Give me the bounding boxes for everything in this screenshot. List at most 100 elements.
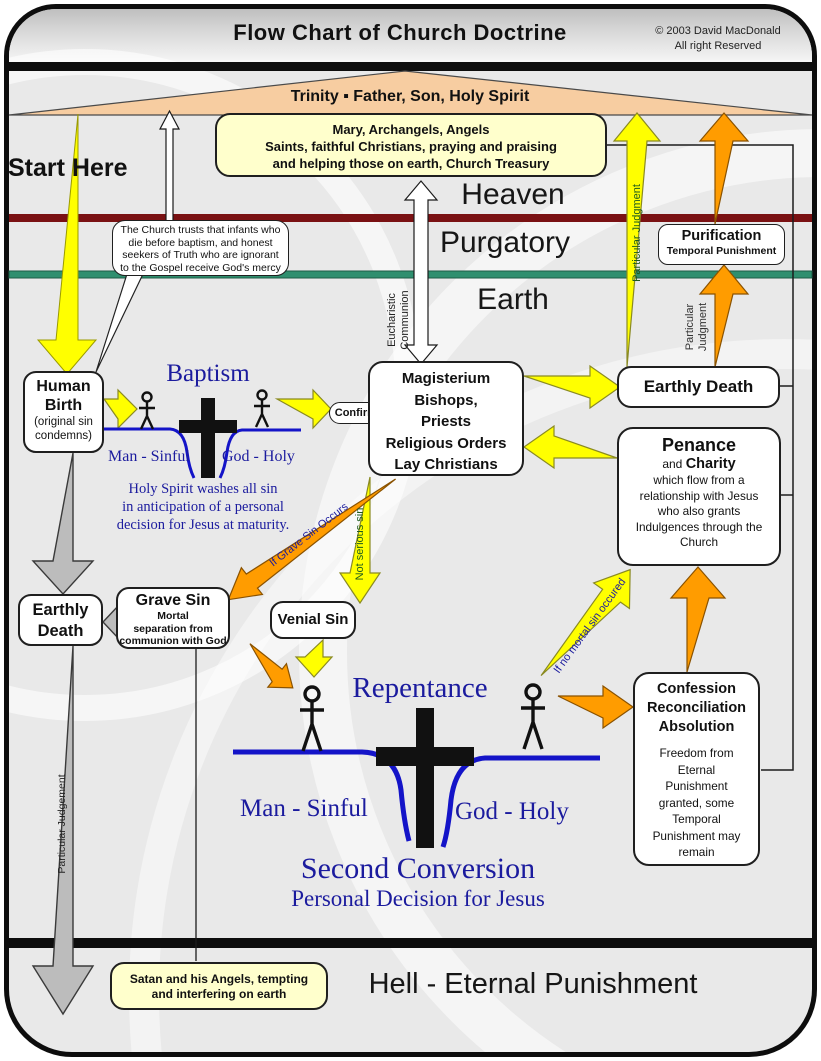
repentance-cross: [416, 708, 434, 848]
box-line: who also grants: [657, 504, 741, 518]
baptism-title: Baptism: [166, 360, 250, 387]
yellow-arrows: [102, 112, 662, 678]
title-separator-band: [9, 62, 812, 71]
particular-judgment-orange-label: Particular Judgment: [684, 302, 709, 352]
magisterium-box: Magisterium Bishops, Priests Religious O…: [368, 361, 524, 476]
box-line: and Charity: [662, 456, 736, 472]
mercy-to-trinity-arrow: [159, 109, 180, 223]
box-line: Mary, Archangels, Angels: [332, 122, 490, 137]
repentance-title: Repentance: [352, 672, 488, 704]
particular-judgement-gray-label: Particular Judgement: [56, 774, 68, 874]
box-line: and interfering on earth: [151, 987, 287, 1001]
box-line: seekers of Truth who are ignorant: [122, 249, 279, 261]
copyright-line: All right Reserved: [674, 40, 762, 52]
eucharistic-communion-label: Eucharistic Communion: [386, 290, 411, 350]
stick-figure: [254, 389, 270, 428]
baptism-caption: Holy Spirit washes all sin in anticipati…: [116, 481, 290, 533]
second-conversion-label: Second Conversion: [300, 852, 536, 885]
box-line: Freedom from Eternal Punishment granted,…: [652, 746, 741, 859]
man-sinful-label: Man - Sinful: [240, 795, 368, 822]
box-line: Death: [37, 622, 84, 640]
box-line: Indulgences through the: [635, 519, 763, 534]
purification-box: Purification Temporal Punishment: [658, 224, 785, 265]
start-here-arrow: [36, 113, 98, 375]
box-line: Magisterium: [401, 370, 491, 387]
start-here-label: Start Here: [8, 154, 128, 182]
human-birth-to-death-arrow: [31, 452, 95, 596]
box-title: Penance: [661, 435, 737, 455]
birth-to-baptism-arrow: [102, 388, 138, 430]
box-title: Purification: [681, 228, 762, 244]
not-serious-sin-arrow: [338, 476, 382, 605]
stick-figure: [139, 391, 155, 430]
box-line: Human: [36, 378, 91, 395]
heaven-label: Heaven: [461, 178, 565, 211]
box-line: Priests: [420, 413, 472, 430]
box-line: The Church trusts that infants who: [120, 224, 281, 236]
box-line: relationship with Jesus: [639, 488, 759, 503]
earthly-death-left-box: Earthly Death: [18, 594, 103, 646]
earth-label: Earth: [477, 283, 549, 316]
box-line: Church: [679, 535, 719, 549]
box-line: Birth: [44, 397, 83, 414]
earthly-death-right-box: Earthly Death: [617, 366, 780, 408]
heaven-purgatory-band: [9, 214, 812, 222]
trinity-banner-label: Trinity ▪ Father, Son, Holy Spirit: [290, 88, 530, 105]
venial-to-repentance-arrow: [294, 638, 334, 678]
death-to-purification-arrow: [698, 264, 750, 368]
personal-decision-label: Personal Decision for Jesus: [291, 886, 545, 911]
baptism-to-confirmation-arrow: [274, 388, 332, 430]
death-to-hell-arrow: [31, 645, 95, 1016]
satan-box: Satan and his Angels, tempting and inter…: [110, 962, 328, 1010]
grave-sin-box: Grave Sin Mortal separation from communi…: [116, 587, 230, 649]
grave-to-repentance-arrow: [249, 643, 294, 689]
box-line: Lay Christians: [394, 456, 498, 473]
box-title: Reconciliation: [646, 700, 747, 716]
box-line: Mortal: [157, 610, 189, 622]
particular-judgment-yellow-label: Particular Judgment: [631, 184, 643, 282]
orange-arrows: [227, 112, 750, 730]
stick-figure: [521, 683, 545, 750]
box-line: which flow from a: [653, 473, 745, 487]
box-line: Bishops,: [414, 391, 478, 409]
human-birth-box: Human Birth (original sin condemns): [23, 371, 104, 453]
man-sinful-label: Man - Sinful: [108, 448, 190, 465]
box-line: separation from: [133, 622, 213, 635]
page-title: Flow Chart of Church Doctrine: [233, 20, 567, 45]
box-line: communion with God: [119, 635, 227, 647]
particular-judgment-yellow-arrow: [612, 112, 662, 368]
box-line: condemns): [35, 430, 92, 442]
eucharistic-communion-arrow: [403, 180, 439, 365]
box-line: (original sin: [34, 416, 93, 428]
box-line: die before baptism, and honest: [128, 236, 273, 249]
stick-figure: [300, 685, 324, 752]
box-line: to the Gospel receive God's mercy: [120, 261, 281, 274]
church-trusts-callout: The Church trusts that infants who die b…: [112, 220, 289, 276]
gray-death-arrows: [31, 452, 135, 1016]
purgatory-label: Purgatory: [439, 226, 571, 259]
repentance-to-confession-arrow: [557, 684, 635, 730]
right-connector-bus: [607, 144, 794, 771]
box-line: Saints, faithful Christians, praying and…: [265, 139, 557, 154]
baptism-graphic: [104, 389, 301, 479]
copyright-line: © 2003 David MacDonald: [655, 25, 781, 37]
mary-angels-saints-box: Mary, Archangels, Angels Saints, faithfu…: [215, 113, 607, 177]
purification-to-trinity-arrow: [698, 112, 750, 225]
repentance-graphic: [233, 683, 600, 848]
magisterium-to-death-arrow: [523, 364, 622, 410]
god-holy-label: God - Holy: [455, 798, 569, 825]
god-holy-label: God - Holy: [222, 448, 295, 465]
confession-box: Confession Reconciliation Absolution Fre…: [633, 672, 760, 866]
hell-label: Hell - Eternal Punishment: [368, 968, 698, 1000]
penance-to-magisterium-arrow: [522, 424, 618, 470]
earth-hell-band: [9, 938, 812, 948]
box-title: Absolution: [658, 719, 735, 735]
penance-box: Penance and Charity which flow from a re…: [617, 427, 781, 566]
box-line: Satan and his Angels, tempting: [129, 972, 309, 986]
copyright-notice: © 2003 David MacDonald All right Reserve…: [628, 24, 808, 54]
confession-to-penance-arrow: [669, 566, 727, 673]
box-title: Grave Sin: [135, 592, 211, 609]
box-line: Religious Orders: [385, 434, 507, 452]
